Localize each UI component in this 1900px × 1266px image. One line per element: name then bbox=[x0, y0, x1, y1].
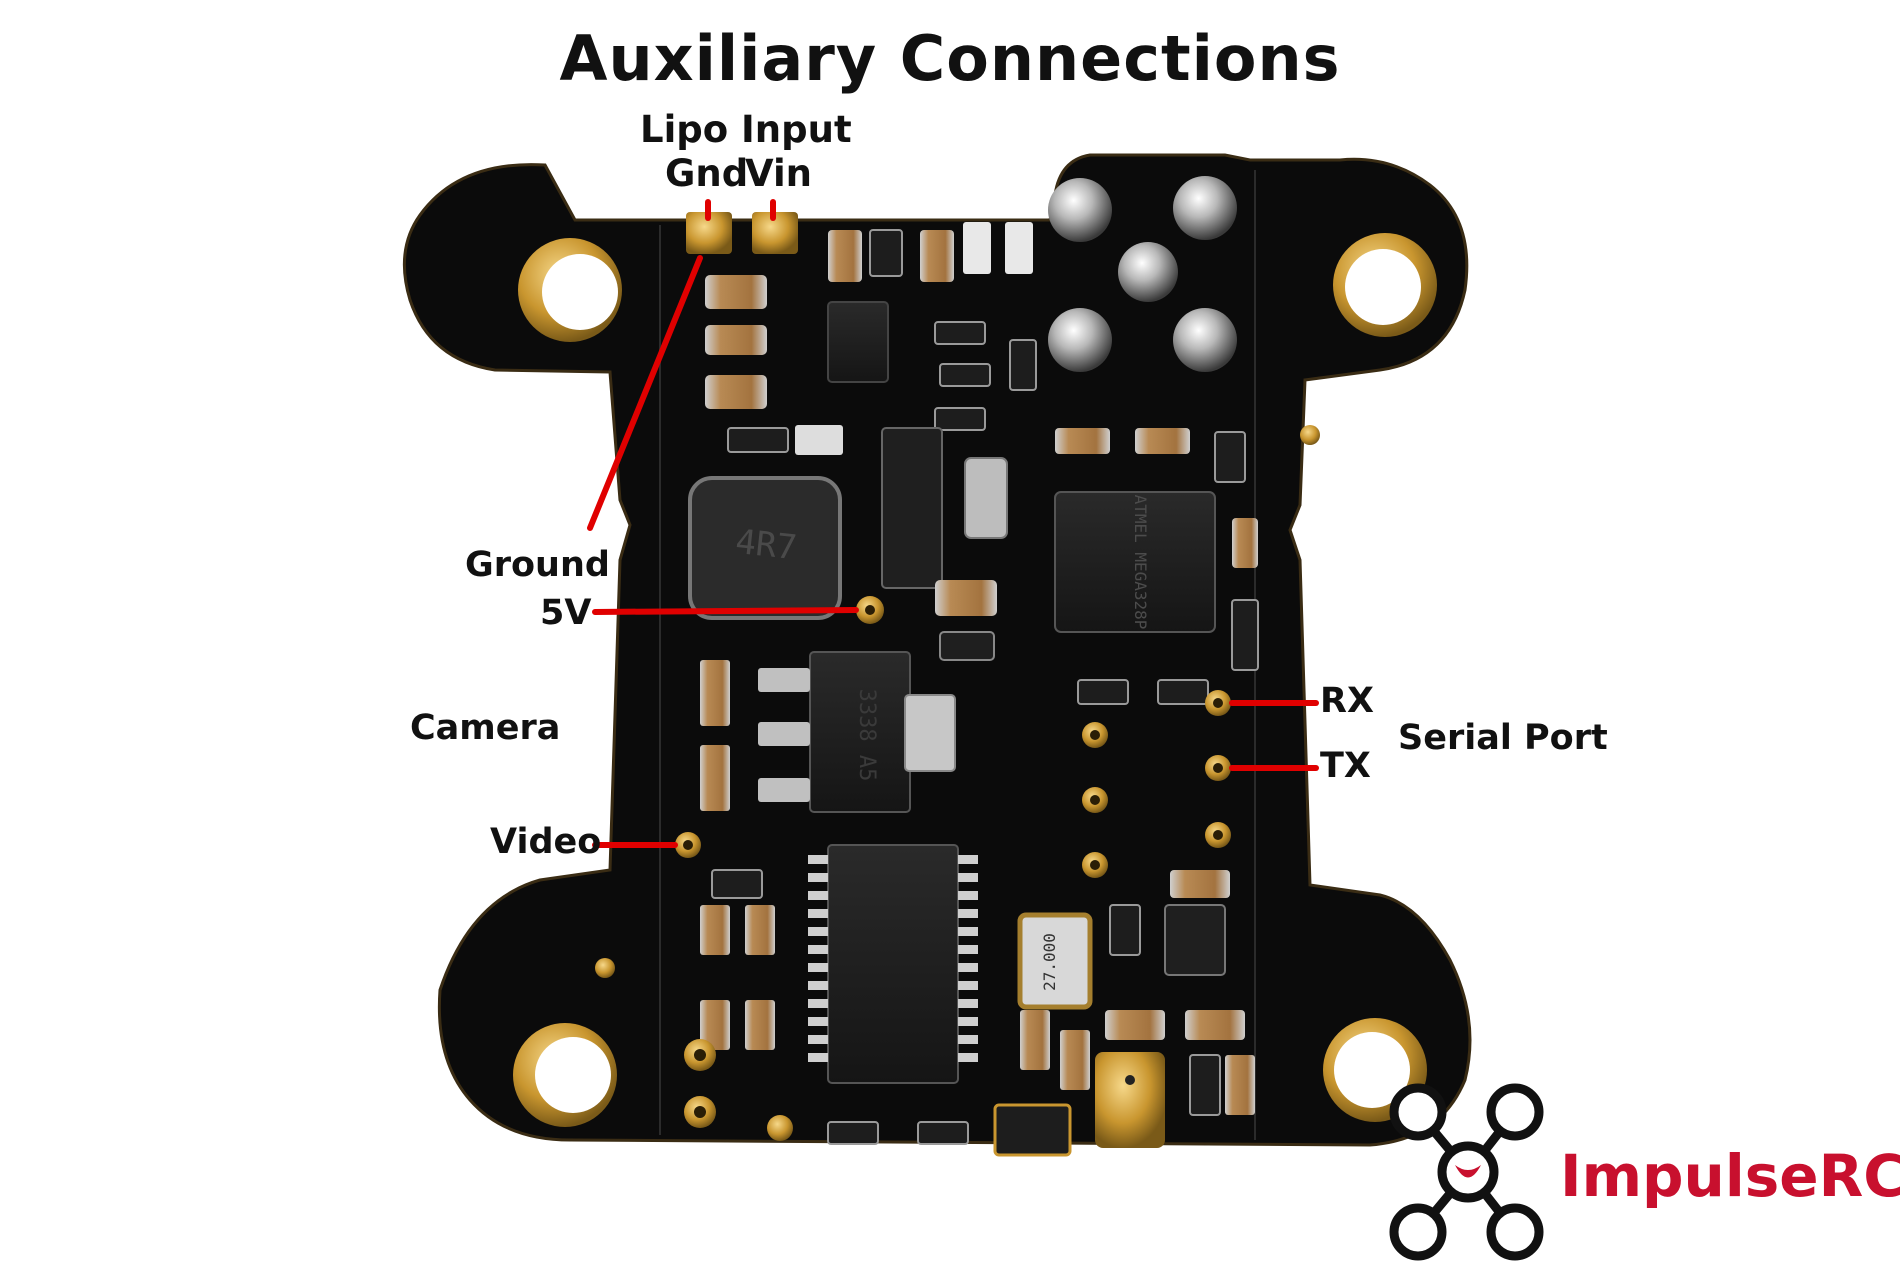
led-cluster bbox=[1048, 176, 1237, 372]
mcu-chip: ATMEL MEGA328P bbox=[1054, 491, 1216, 633]
video-transmitter-ic bbox=[808, 844, 978, 1084]
camera-label: Camera bbox=[410, 708, 561, 748]
mcu-marking: ATMEL MEGA328P bbox=[1131, 495, 1150, 630]
rx-label: RX bbox=[1320, 681, 1374, 721]
gnd-label: Gnd bbox=[665, 152, 749, 195]
lipo-gnd-pad bbox=[686, 212, 732, 254]
smd-components bbox=[700, 222, 1259, 1157]
microphone bbox=[1095, 1052, 1165, 1148]
video-label: Video bbox=[490, 822, 602, 862]
ground-pointer bbox=[587, 255, 703, 531]
ground-label: Ground bbox=[465, 545, 610, 585]
mounting-hole-bottom-left bbox=[513, 1023, 617, 1127]
mounting-hole-top-left bbox=[518, 238, 622, 342]
voltage-regulator: 3338 A5 bbox=[758, 651, 956, 813]
serial-port-label: Serial Port bbox=[1398, 718, 1608, 758]
regulator-ic-small bbox=[827, 301, 889, 383]
aux-pads bbox=[1082, 722, 1108, 878]
lipo-input-label: Lipo Input bbox=[640, 108, 852, 151]
crystal-oscillator: 27.000 bbox=[1017, 912, 1093, 1010]
tx-label: TX bbox=[1320, 746, 1371, 786]
mounting-hole-top-right bbox=[1333, 233, 1437, 337]
pointer-lines bbox=[587, 199, 1319, 848]
five-v-pointer bbox=[592, 607, 859, 615]
crystal-marking: 27.000 bbox=[1040, 933, 1059, 991]
inductor: 4R7 bbox=[688, 476, 842, 620]
brand-name: ImpulseRC bbox=[1560, 1142, 1900, 1210]
diagram-title: Auxiliary Connections bbox=[559, 22, 1341, 95]
impulserc-logo-icon bbox=[1389, 1083, 1544, 1261]
five-v-label: 5V bbox=[540, 593, 592, 633]
vin-label: Vin bbox=[745, 152, 813, 195]
lipo-vin-pad bbox=[752, 212, 798, 254]
inductor-marking: 4R7 bbox=[734, 522, 799, 568]
regulator-marking: 3338 A5 bbox=[854, 689, 879, 782]
